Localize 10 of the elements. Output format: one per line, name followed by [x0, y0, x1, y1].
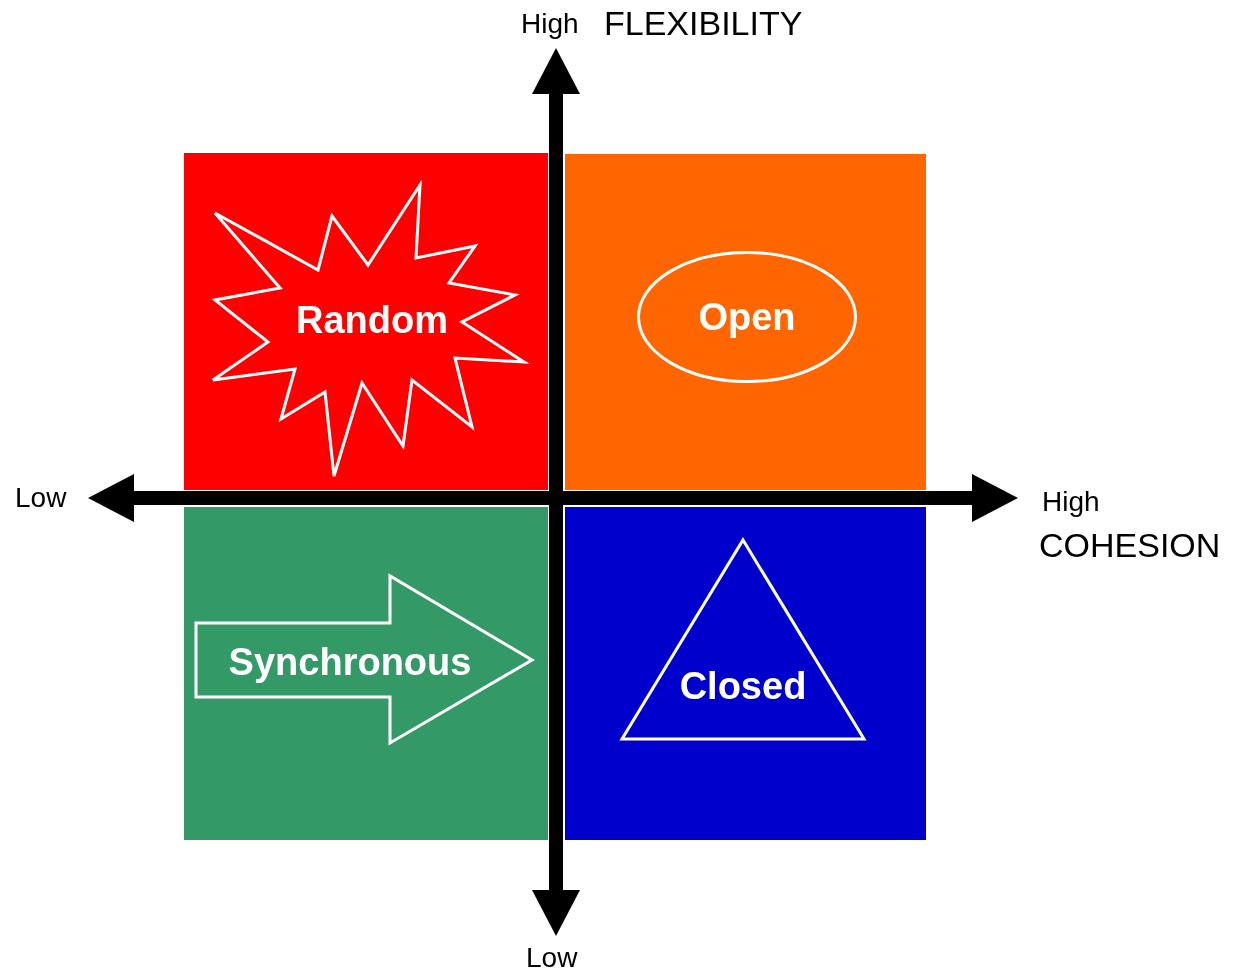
shape-label: Open — [698, 295, 796, 339]
axis-end-label: Low — [526, 942, 578, 972]
axis-end-label: High — [521, 8, 579, 40]
shape-label: Synchronous — [228, 640, 472, 684]
axis-title: FLEXIBILITY — [604, 4, 803, 43]
shape-label: Closed — [679, 664, 807, 708]
axis-end-label: High — [1042, 486, 1100, 518]
axis-end-label: Low — [15, 482, 67, 514]
shape-label: Random — [296, 298, 448, 342]
axis-title: COHESION — [1039, 526, 1221, 565]
